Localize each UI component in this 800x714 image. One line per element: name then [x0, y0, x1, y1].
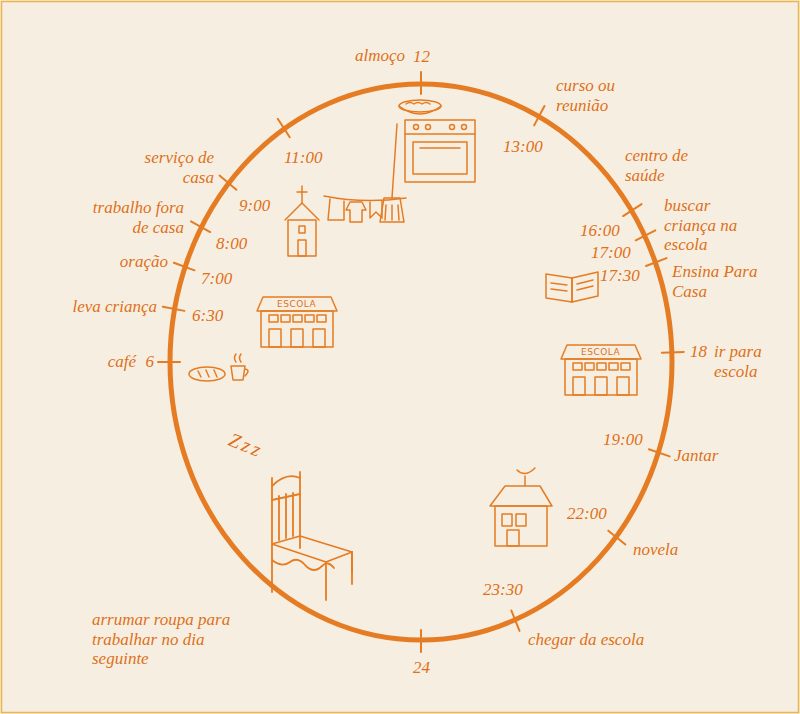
sign-label: ESCOLA	[277, 300, 316, 309]
time-label: 22:00	[567, 504, 607, 524]
sign-label: ESCOLA	[581, 348, 620, 357]
time-label: 6:30	[192, 306, 223, 326]
hour-tick	[163, 307, 185, 311]
time-label: 11:00	[284, 148, 322, 168]
hour-ticks	[158, 72, 684, 652]
activity-label: buscar criança na escola	[664, 196, 746, 255]
hour-tick	[420, 630, 422, 652]
hour-tick	[278, 119, 290, 137]
time-label: 16:00	[580, 221, 620, 241]
hour-tick	[420, 72, 422, 94]
hour-tick	[636, 230, 656, 240]
breakfast-icon	[189, 354, 248, 381]
activity-label: curso ou reunião	[556, 76, 628, 115]
school-icon	[561, 345, 641, 395]
hour-tick	[158, 361, 180, 363]
sleep-label: Zzz	[225, 428, 267, 463]
hour-tick	[191, 221, 210, 232]
hour-tick	[174, 263, 195, 271]
hour-tick	[220, 176, 237, 190]
time-label: 19:00	[603, 430, 643, 450]
hour-tick	[662, 351, 684, 354]
hour-tick	[646, 258, 667, 266]
time-label: 7:00	[201, 269, 232, 289]
hour-tick	[649, 449, 670, 456]
hour-label: 6	[140, 352, 154, 372]
hour-label: 12	[413, 47, 430, 67]
day-clock	[170, 84, 672, 640]
broom-icon	[380, 124, 404, 222]
activity-label: ir para escola	[714, 342, 790, 381]
hour-label: 24	[413, 658, 430, 678]
book-icon	[546, 272, 598, 302]
activity-label: Jantar	[674, 446, 718, 466]
activity-label: Ensina Para Casa	[672, 262, 764, 301]
time-label: 17:00	[591, 243, 631, 263]
note-label: arrumar roupa para trabalhar no dia segu…	[92, 610, 232, 669]
time-label: 23:30	[483, 580, 523, 600]
time-label: 9:00	[239, 196, 270, 216]
activity-label: centro de saúde	[625, 146, 703, 185]
clothesline-icon	[324, 196, 406, 222]
hour-tick	[511, 610, 519, 630]
activity-label: serviço de casa	[129, 148, 214, 187]
activity-label: trabalho fora de casa	[79, 198, 184, 237]
activity-label: chegar da escola	[528, 630, 678, 650]
time-label: 17:30	[600, 266, 640, 286]
church-icon	[285, 186, 319, 256]
time-label: 13:00	[503, 137, 543, 157]
pot-icon	[399, 100, 441, 114]
hour-tick	[608, 531, 625, 545]
hour-tick	[534, 106, 544, 125]
time-label: 8:00	[216, 234, 247, 254]
stove-icon	[405, 120, 475, 182]
school-icon	[257, 297, 337, 347]
activity-label: oração	[108, 252, 168, 272]
activity-label: almoço	[335, 46, 405, 66]
activity-label: café	[86, 352, 136, 372]
activity-label: novela	[633, 540, 678, 560]
activity-label: leva criança	[62, 297, 157, 317]
bed-icon	[272, 472, 352, 600]
hour-label: 18	[690, 342, 707, 362]
hour-tick	[623, 204, 641, 216]
house-icon	[490, 468, 552, 546]
